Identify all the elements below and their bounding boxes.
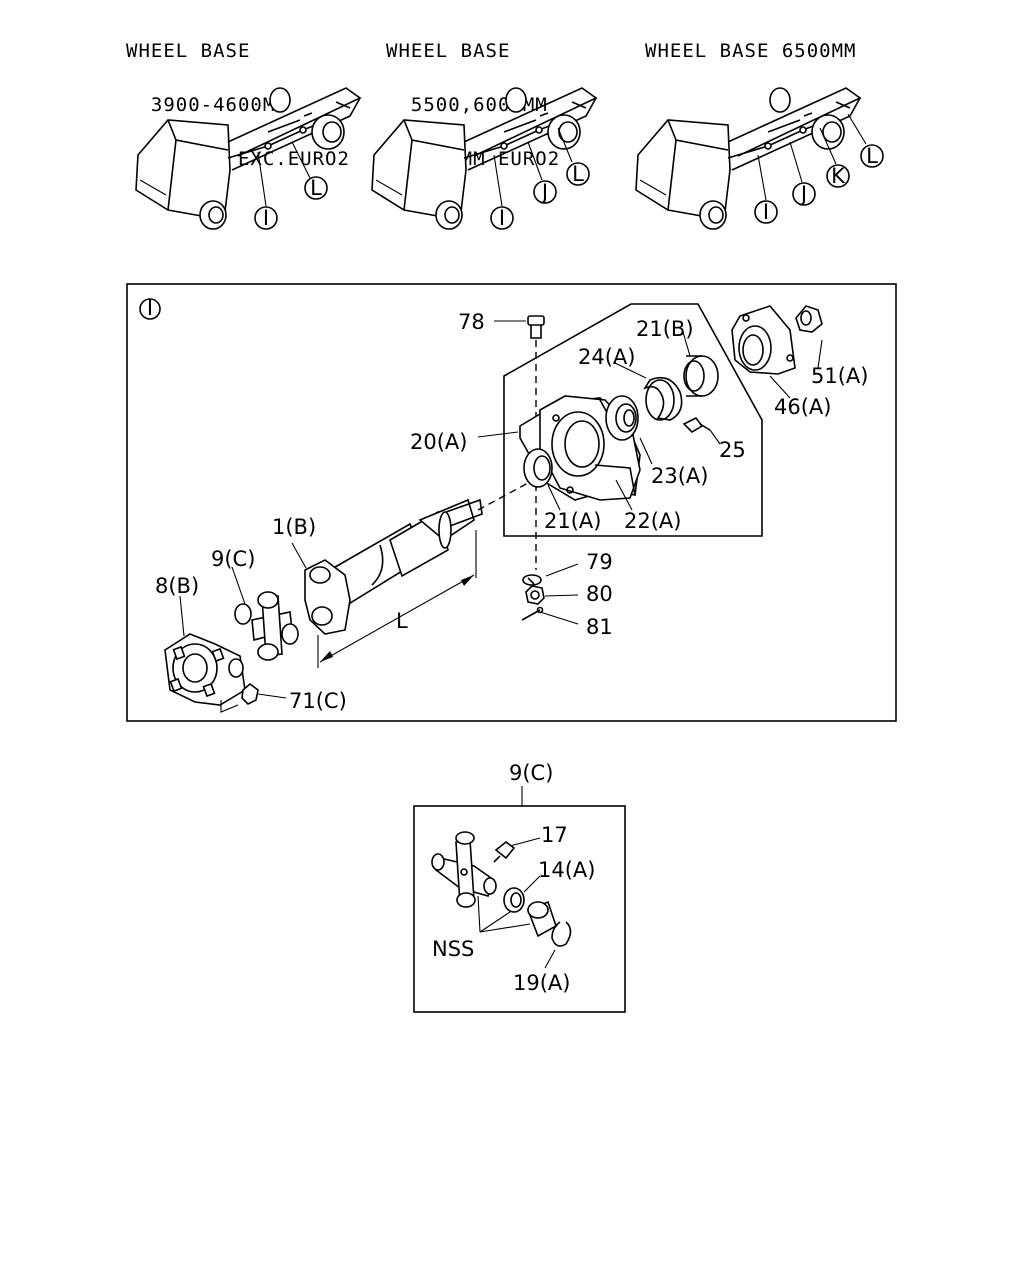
svg-text:J: J bbox=[540, 180, 548, 204]
ring-24a bbox=[643, 376, 683, 421]
spider-cross bbox=[431, 831, 497, 908]
universal-joint-9c bbox=[234, 591, 299, 661]
section-marker: I bbox=[139, 296, 161, 320]
detail-panel-frame bbox=[413, 805, 626, 1013]
center-bearing-group-outline bbox=[503, 303, 763, 537]
callout-marker: I bbox=[490, 206, 514, 230]
label-71c: 71(C) bbox=[289, 689, 347, 713]
main-exploded-view: I bbox=[126, 283, 897, 722]
flange-46a bbox=[731, 305, 796, 375]
label-46a: 46(A) bbox=[774, 395, 831, 419]
svg-text:L: L bbox=[866, 144, 878, 168]
svg-text:I: I bbox=[147, 296, 153, 320]
bearing-23a bbox=[605, 395, 639, 441]
svg-text:J: J bbox=[799, 182, 807, 206]
seal-14a bbox=[503, 887, 525, 913]
header-line: WHEEL BASE bbox=[126, 40, 251, 62]
callout-marker: L bbox=[860, 144, 884, 168]
detail-title: 9(C) bbox=[509, 761, 553, 785]
label-23a: 23(A) bbox=[651, 464, 708, 488]
label-dimension-l: L bbox=[396, 609, 408, 633]
nut-80 bbox=[525, 585, 545, 605]
main-panel-frame bbox=[126, 283, 897, 722]
header-line: WHEEL BASE 6500MM bbox=[645, 40, 857, 62]
bearing-21a bbox=[523, 448, 553, 488]
label-81: 81 bbox=[586, 615, 613, 639]
label-21a: 21(A) bbox=[544, 509, 601, 533]
washer-79 bbox=[522, 574, 542, 586]
truck-illustration-1: I L bbox=[135, 87, 361, 230]
header-line: WHEEL BASE bbox=[386, 40, 511, 62]
propeller-shaft-1b bbox=[304, 498, 483, 635]
label-24a: 24(A) bbox=[578, 345, 635, 369]
svg-text:I: I bbox=[499, 206, 505, 230]
nut-51a bbox=[795, 305, 823, 333]
label-80: 80 bbox=[586, 582, 613, 606]
truck-illustration-3: I J K L bbox=[635, 87, 884, 230]
svg-text:K: K bbox=[831, 164, 846, 188]
label-19a: 19(A) bbox=[513, 971, 570, 995]
callout-marker: L bbox=[304, 176, 328, 200]
label-20a: 20(A) bbox=[410, 430, 467, 454]
callout-marker: L bbox=[566, 162, 590, 186]
label-21b: 21(B) bbox=[636, 317, 694, 341]
svg-text:I: I bbox=[263, 206, 269, 230]
label-25: 25 bbox=[719, 438, 746, 462]
callout-marker: I bbox=[254, 206, 278, 230]
svg-text:L: L bbox=[310, 176, 322, 200]
svg-text:L: L bbox=[572, 162, 584, 186]
bearing-cup bbox=[526, 900, 557, 938]
fitting-25 bbox=[682, 416, 711, 434]
label-14a: 14(A) bbox=[538, 858, 595, 882]
header-line: 3900-4600MM bbox=[126, 94, 288, 116]
svg-text:I: I bbox=[763, 200, 769, 224]
label-51a: 51(A) bbox=[811, 364, 868, 388]
callout-marker: K bbox=[826, 164, 850, 188]
leader-lines bbox=[179, 320, 823, 699]
snap-ring-19a bbox=[551, 921, 572, 947]
truck-illustration-2: I J L bbox=[371, 87, 597, 230]
callout-marker: J bbox=[533, 180, 557, 204]
seal-21b bbox=[683, 355, 719, 397]
label-17: 17 bbox=[541, 823, 568, 847]
flange-yoke-8b bbox=[164, 633, 246, 706]
cotter-pin-81 bbox=[521, 606, 544, 621]
dimension-l bbox=[317, 530, 477, 668]
label-79: 79 bbox=[586, 550, 613, 574]
header-wheelbase-3: WHEEL BASE 6500MM bbox=[645, 6, 856, 78]
callout-marker: J bbox=[792, 182, 816, 206]
nut-71c bbox=[220, 682, 259, 713]
label-22a: 22(A) bbox=[624, 509, 681, 533]
detail-universal-joint: 9(C) bbox=[413, 761, 626, 1013]
label-78: 78 bbox=[458, 310, 485, 334]
label-nss: NSS bbox=[432, 937, 474, 961]
label-1b: 1(B) bbox=[272, 515, 316, 539]
label-9c: 9(C) bbox=[211, 547, 255, 571]
grease-nipple-17 bbox=[493, 840, 516, 863]
label-8b: 8(B) bbox=[155, 574, 199, 598]
callout-marker: I bbox=[754, 200, 778, 224]
